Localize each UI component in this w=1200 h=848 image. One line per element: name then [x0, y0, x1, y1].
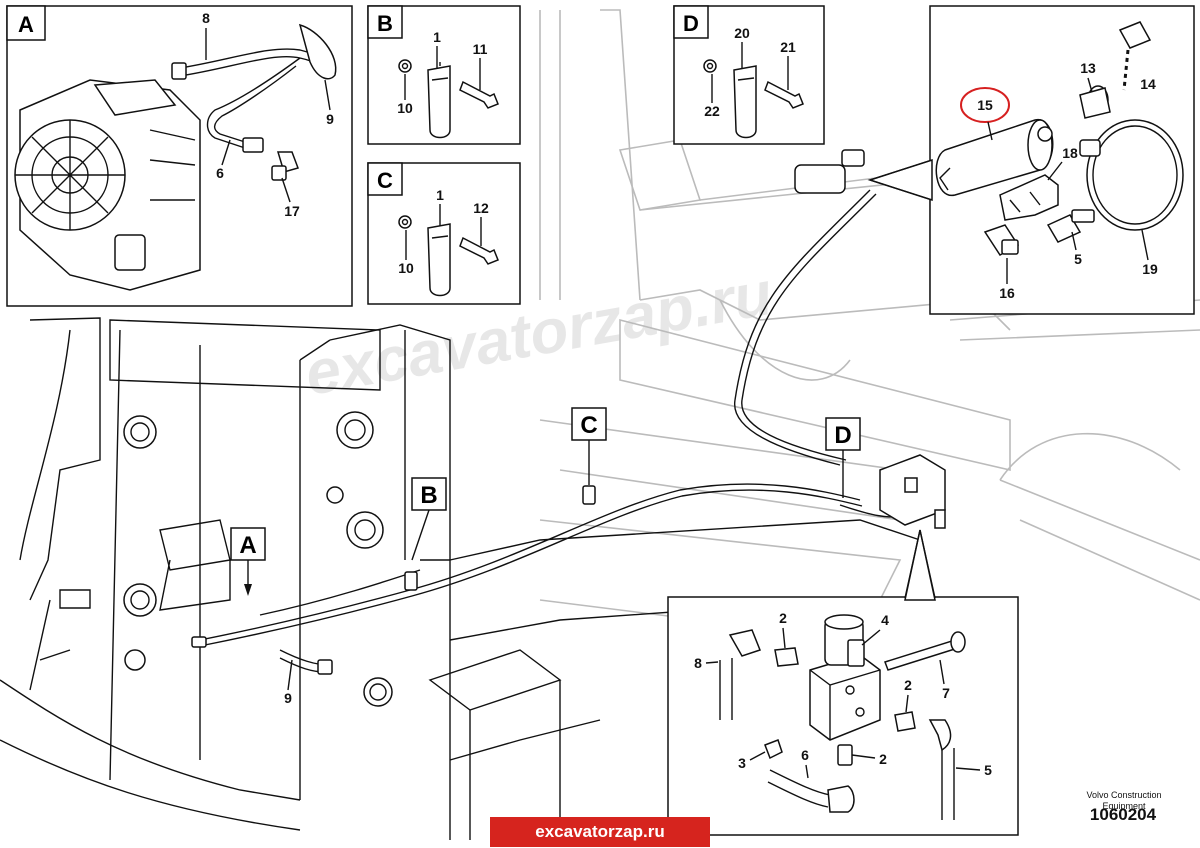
flag-A: A — [230, 527, 266, 596]
main-callout-9: 9 — [284, 690, 292, 706]
detail-view-A: A 8 9 6 17 — [6, 5, 353, 307]
svg-text:10: 10 — [397, 100, 413, 116]
svg-text:B: B — [420, 482, 437, 509]
svg-text:11: 11 — [473, 41, 488, 57]
svg-text:6: 6 — [801, 747, 809, 763]
svg-text:B: B — [377, 11, 393, 36]
hose-8-routing — [171, 23, 337, 181]
svg-text:C: C — [580, 412, 597, 439]
svg-text:A: A — [239, 532, 256, 559]
solenoid-valve-block — [809, 614, 881, 741]
hose-fittings — [191, 149, 946, 675]
highlight-circle — [960, 87, 1010, 123]
svg-text:18: 18 — [1062, 145, 1078, 161]
svg-text:1: 1 — [436, 187, 444, 203]
detail-view-B: B 1 11 10 — [367, 5, 521, 145]
transmission-housing — [14, 79, 201, 291]
frame-structure — [0, 317, 921, 840]
svg-text:2: 2 — [904, 677, 912, 693]
svg-text:17: 17 — [284, 203, 300, 219]
flag-D: D — [825, 417, 861, 498]
svg-text:14: 14 — [1140, 76, 1156, 92]
detail-view-sensor: 15 13 14 18 5 19 16 — [867, 5, 1195, 315]
document-number: 1060204 — [1089, 805, 1157, 824]
svg-text:3: 3 — [738, 755, 746, 771]
svg-text:9: 9 — [326, 111, 334, 127]
svg-text:5: 5 — [984, 762, 992, 778]
brand-line-2: Equipment — [1102, 801, 1146, 811]
svg-text:4: 4 — [881, 612, 889, 628]
brand-line-1: Volvo Construction — [1086, 790, 1162, 800]
brand-caption: Volvo Construction Equipment — [1074, 790, 1174, 812]
svg-text:12: 12 — [473, 200, 489, 216]
svg-text:7: 7 — [942, 685, 950, 701]
flag-C: C — [571, 407, 607, 485]
pressure-sensor-15 — [935, 119, 1054, 196]
detail-view-D: D 20 21 22 — [673, 5, 825, 145]
svg-text:2: 2 — [779, 610, 787, 626]
site-banner-link[interactable]: excavatorzap.ru — [490, 817, 710, 847]
detail-view-C: C 1 12 10 — [367, 162, 521, 305]
svg-text:C: C — [377, 168, 393, 193]
svg-text:8: 8 — [694, 655, 702, 671]
svg-text:D: D — [683, 11, 699, 36]
svg-text:8: 8 — [202, 10, 210, 26]
svg-text:21: 21 — [780, 39, 796, 55]
svg-text:A: A — [18, 12, 34, 37]
svg-text:15: 15 — [977, 97, 993, 113]
flag-B: B — [411, 477, 447, 561]
svg-text:D: D — [834, 422, 851, 449]
svg-text:19: 19 — [1142, 261, 1158, 277]
svg-text:6: 6 — [216, 165, 224, 181]
svg-text:10: 10 — [398, 260, 414, 276]
hose-run — [199, 189, 906, 673]
svg-text:2: 2 — [879, 751, 887, 767]
svg-text:5: 5 — [1074, 251, 1082, 267]
svg-text:22: 22 — [704, 103, 720, 119]
detail-view-valve: 2 4 8 2 7 3 6 2 5 — [667, 529, 1019, 836]
svg-text:13: 13 — [1080, 60, 1096, 76]
svg-text:16: 16 — [999, 285, 1015, 301]
svg-text:1: 1 — [433, 29, 441, 45]
svg-text:20: 20 — [734, 25, 750, 41]
frame-bolt-holes — [123, 411, 393, 707]
